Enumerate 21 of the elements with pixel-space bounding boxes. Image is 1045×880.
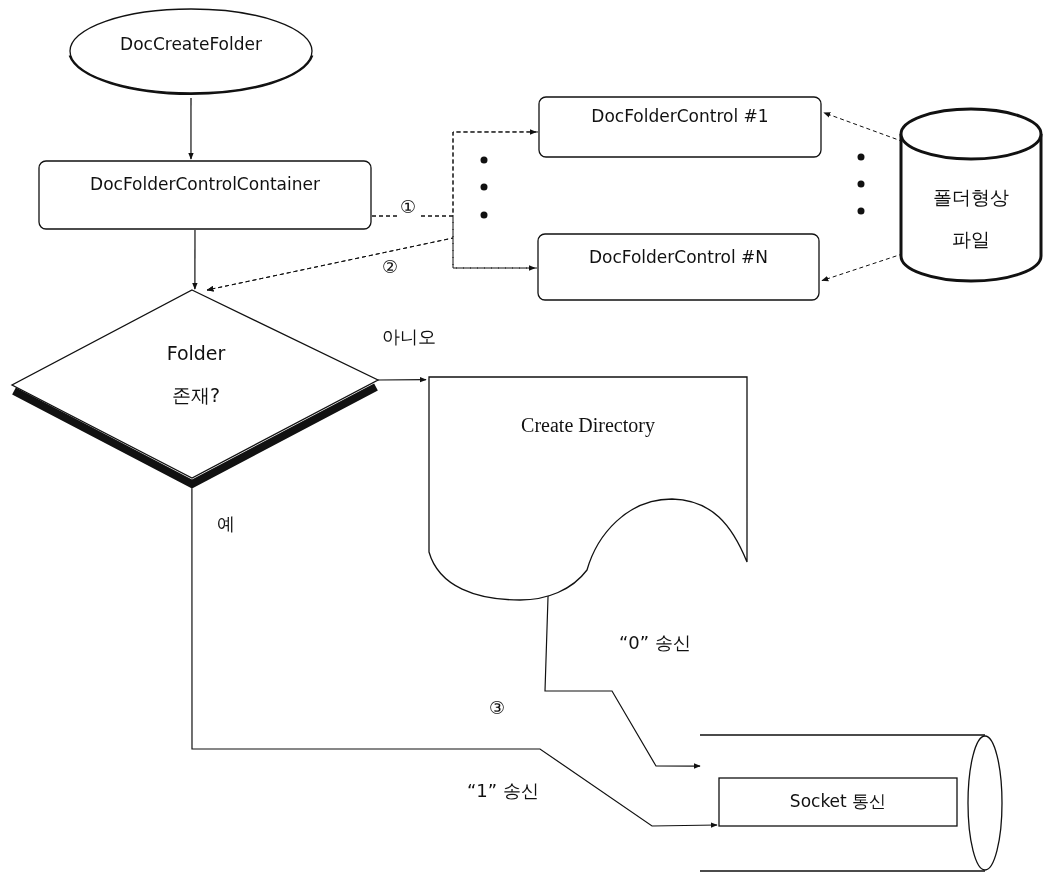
process-box <box>537 233 820 301</box>
arrow <box>188 97 194 160</box>
process-box <box>38 160 372 230</box>
database-cylinder <box>898 106 1044 284</box>
pipe-cylinder <box>700 733 1005 873</box>
node-label: DocFolderControl #1 <box>590 106 770 126</box>
arrow <box>371 215 536 271</box>
node-label: Socket 통신 <box>788 791 888 811</box>
node-label: Folder 존재? <box>165 341 227 408</box>
node-label: 폴더형상 파일 <box>932 185 1010 252</box>
arrow <box>377 376 427 383</box>
arrow <box>206 237 538 292</box>
node-label: DocFolderControl #N <box>587 247 770 267</box>
process-box <box>538 96 822 158</box>
node-label: Create Directory <box>520 415 656 435</box>
node-label: DocFolderControlContainer <box>89 174 321 194</box>
process-box <box>718 777 958 827</box>
node-label: DocCreateFolder <box>119 34 263 54</box>
arrow <box>544 594 701 769</box>
arrow <box>192 229 198 290</box>
edge-label: 아니오 <box>380 326 438 348</box>
